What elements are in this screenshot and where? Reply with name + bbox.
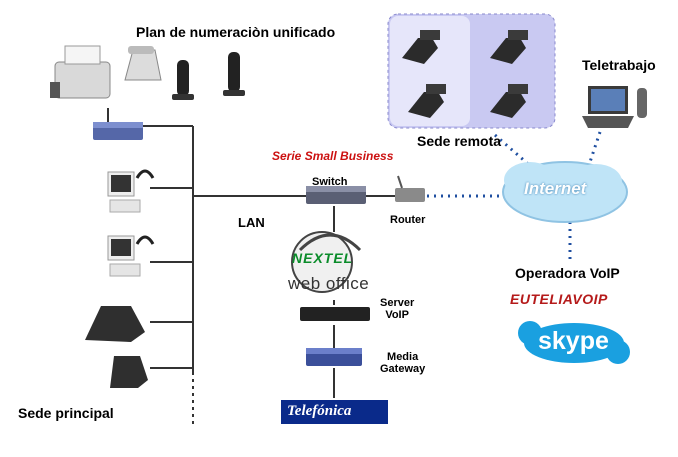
desk-phone-icon — [124, 46, 162, 81]
eutelia-logo — [508, 290, 642, 310]
gateway-icon — [306, 348, 362, 366]
switch-icon — [93, 122, 143, 140]
server-icon — [300, 307, 370, 321]
ip-phone-icon — [490, 30, 528, 64]
remote-office-label: Sede remota — [417, 133, 502, 149]
skype-text: skype — [538, 327, 609, 355]
plan-label: Plan de numeraciòn unificado — [136, 24, 336, 40]
ip-phone-icon — [408, 84, 446, 118]
voip-operator-label: Operadora VoIP — [515, 265, 620, 281]
ip-phone-icon — [85, 306, 145, 342]
lan-label: LAN — [238, 215, 265, 230]
ip-phone-icon — [490, 84, 528, 118]
pc-headset-icon — [107, 169, 155, 213]
server-voip-label: Server VoIP — [380, 297, 415, 321]
router-icon — [395, 175, 425, 202]
pc-headset-icon — [107, 235, 155, 277]
telework-internet-link — [586, 131, 602, 169]
laptop-icon — [582, 86, 647, 128]
main-office-label: Sede principal — [18, 405, 114, 421]
media-gateway-label: Media Gateway — [380, 351, 426, 375]
web-office-text: web office — [288, 274, 370, 293]
series-label: Serie Small Business — [272, 149, 394, 163]
telework-label: Teletrabajo — [582, 57, 656, 73]
switch-icon — [306, 186, 366, 204]
eutelia-text: EUTELIAVOIP — [510, 291, 608, 307]
nextel-logo — [291, 231, 362, 293]
skype-logo — [518, 321, 630, 364]
internet-label: Internet — [524, 179, 587, 198]
cordless-phone-icon — [223, 52, 245, 96]
remote-internet-link — [494, 133, 536, 172]
nextel-text: NEXTEL — [292, 250, 354, 266]
telefonica-text: Telefónica — [287, 403, 352, 419]
telefonica-logo — [281, 400, 388, 424]
ip-phone-icon — [402, 30, 440, 64]
router-label: Router — [390, 214, 426, 226]
switch-label: Switch — [312, 176, 348, 188]
cordless-phone-icon — [172, 60, 194, 100]
ip-phone-icon — [110, 356, 148, 388]
cloud-icon — [502, 161, 628, 223]
fax-icon — [50, 45, 111, 99]
